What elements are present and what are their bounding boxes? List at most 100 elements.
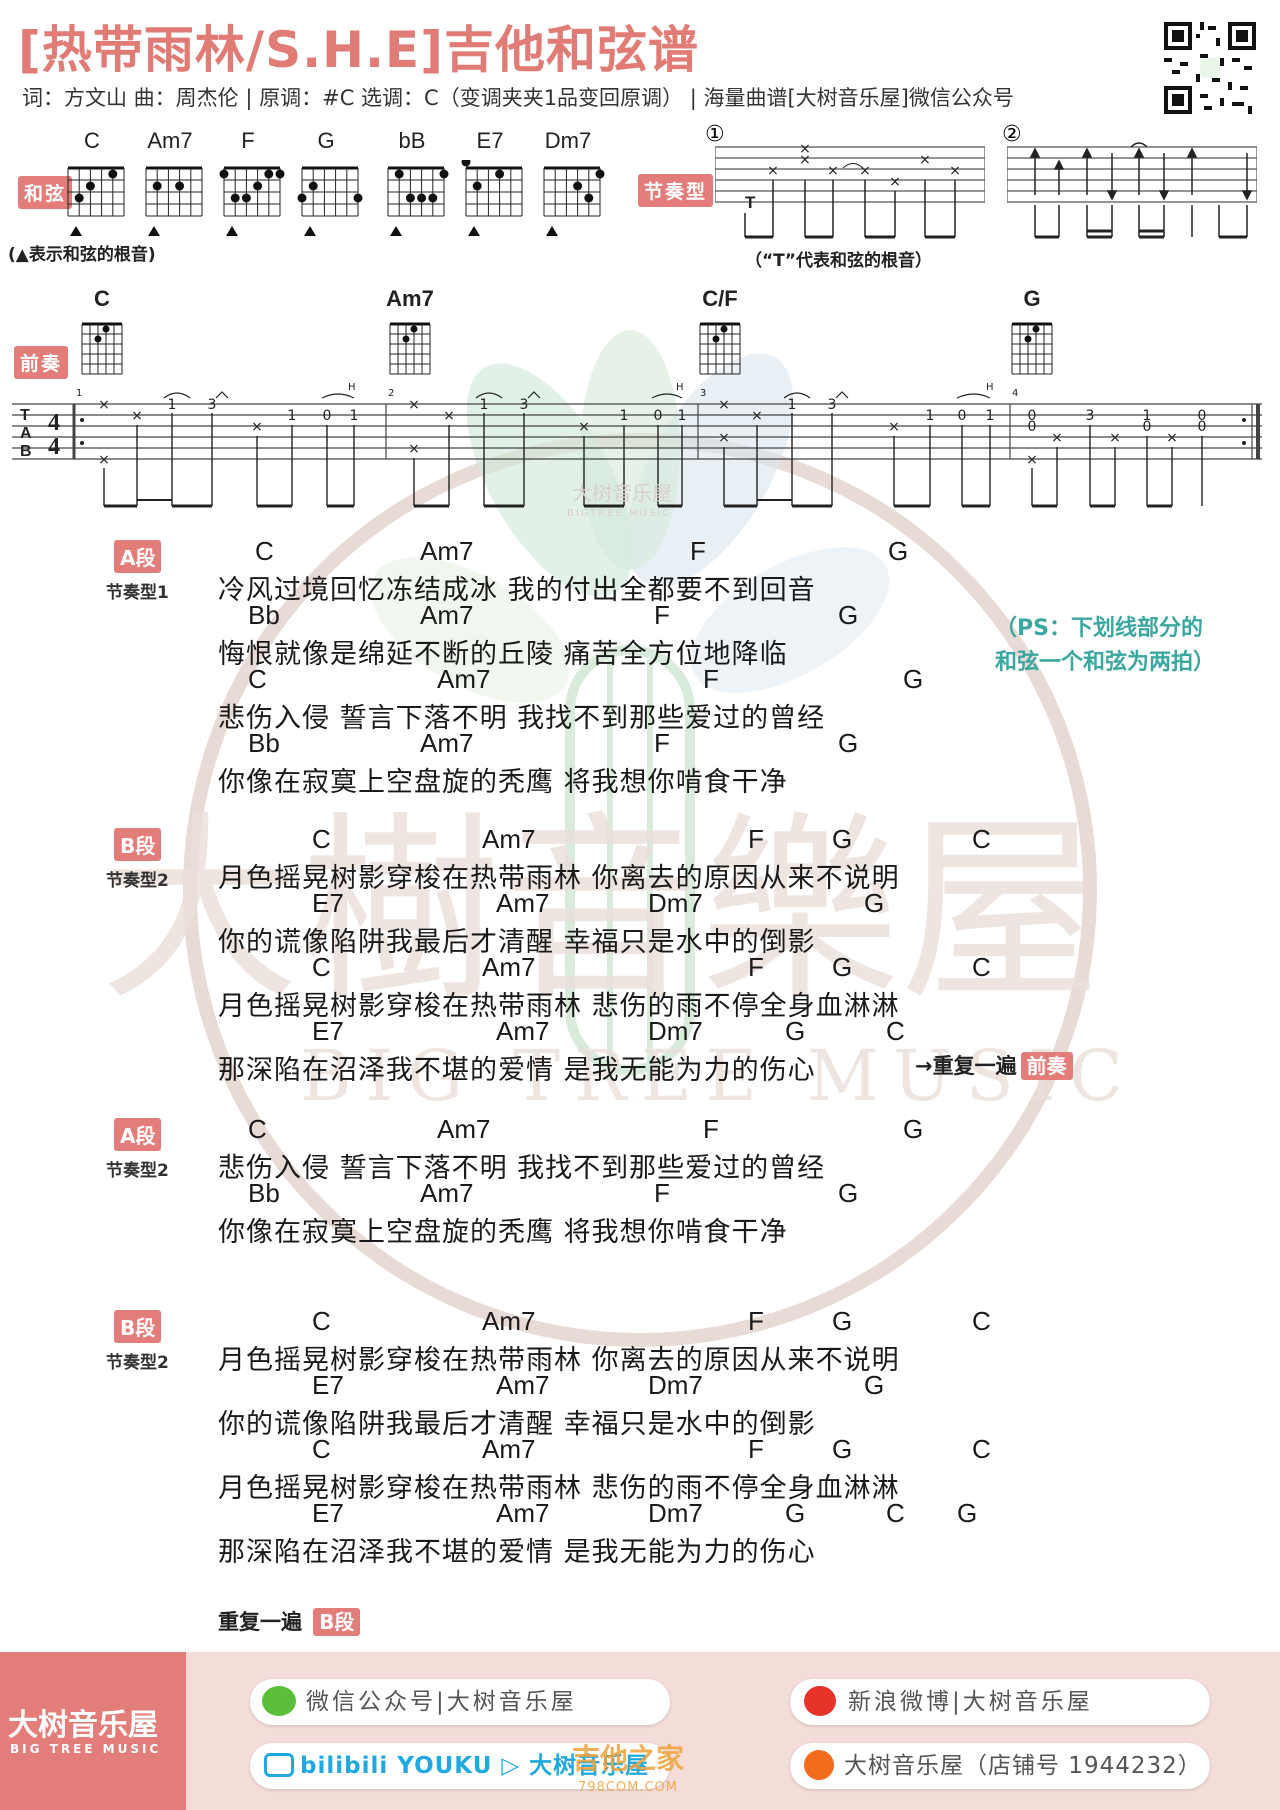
svg-text:0: 0 (654, 408, 663, 424)
lyric-line: 你的谎像陷阱我最后才清醒 幸福只是水中的倒影 (218, 1409, 816, 1440)
wechat-label: 微信公众号|大树音乐屋 (306, 1689, 577, 1715)
chord-diagram-name: G (317, 128, 335, 153)
tab-letter-b: B (20, 443, 32, 460)
footer-logo-cn: 大树音乐屋 (8, 1708, 158, 1743)
chord-diagram-name: C (84, 128, 100, 153)
intro-chord-name: G (1023, 286, 1041, 311)
lyric-chord: G (903, 664, 924, 694)
weibo-label: 新浪微博|大树音乐屋 (848, 1689, 1093, 1715)
intro-chord-name: C (94, 286, 110, 311)
lyric-chord: Dm7 (648, 1498, 703, 1528)
lyric-chord: F (748, 1434, 764, 1464)
lyric-chord: G (864, 888, 885, 918)
svg-text:1: 1 (168, 397, 177, 413)
svg-text:×: × (888, 419, 900, 435)
svg-text:×: × (408, 397, 420, 413)
lyric-chord: G (832, 952, 853, 982)
lyric-chord: Bb (248, 728, 280, 758)
lyric-chord: C (886, 1498, 905, 1528)
root-marker-icon (226, 226, 238, 236)
svg-text:1: 1 (480, 397, 489, 413)
lyric-chord: F (703, 1114, 719, 1144)
lyric-chord: C (312, 1434, 331, 1464)
ending-repeat-text: 重复一遍 (218, 1610, 302, 1634)
svg-text:×: × (131, 408, 143, 424)
svg-text:×: × (443, 408, 455, 424)
lyric-chord: Bb (248, 1178, 280, 1208)
lyric-line: 悲伤入侵 誓言下落不明 我找不到那些爱过的曾经 (218, 703, 826, 734)
lyric-chord: F (690, 536, 706, 566)
svg-text:1: 1 (1143, 408, 1152, 424)
section-rhythm-label: 节奏型1 (106, 583, 169, 603)
lyric-chord: Am7 (482, 1306, 536, 1336)
shop-link[interactable]: 大树音乐屋（店铺号 1944232） (790, 1743, 1210, 1789)
ps-note-line-1: （PS：下划线部分的 (995, 616, 1203, 641)
chord-diagram-name: F (241, 128, 255, 153)
lyric-chord: Am7 (496, 1016, 550, 1046)
lyric-chord: G (888, 536, 909, 566)
lyric-chord: C (972, 1434, 991, 1464)
lyric-chord: G (903, 1114, 924, 1144)
weibo-link[interactable]: 新浪微博|大树音乐屋 (790, 1679, 1210, 1725)
ps-note-line-2: 和弦一个和弦为两拍） (995, 650, 1216, 675)
root-note-legend: (▲表示和弦的根音) (8, 245, 156, 265)
svg-text:×: × (919, 152, 931, 168)
time-sig-bottom: 4 (48, 434, 60, 460)
lyric-chord: C (972, 1306, 991, 1336)
lyric-chord: C (312, 1306, 331, 1336)
lyric-chord: E7 (312, 1370, 344, 1400)
lyric-chord: E7 (312, 1016, 344, 1046)
lyric-line: 冷风过境回忆冻结成冰 我的付出全都要不到回音 (218, 575, 816, 606)
tv-icon (264, 1752, 294, 1777)
lyric-chord: G (957, 1498, 978, 1528)
svg-text:×: × (859, 163, 871, 179)
intro-chord-diagram (389, 322, 431, 375)
svg-text:×: × (98, 452, 110, 468)
svg-text:×: × (889, 174, 901, 190)
qr-code-icon[interactable] (1160, 18, 1260, 118)
lyric-chord: Am7 (420, 600, 474, 630)
svg-text:1: 1 (926, 408, 935, 424)
intro-chord-diagram (81, 322, 123, 375)
svg-text:H: H (676, 382, 684, 393)
lyric-chord: G (832, 824, 853, 854)
lyric-chord: C (248, 1114, 267, 1144)
lyric-chord: Am7 (420, 728, 474, 758)
svg-text:0: 0 (1198, 408, 1207, 424)
root-marker-icon (390, 226, 402, 236)
site-watermark: 吉他之家 (572, 1742, 685, 1775)
chord-diagram-name: bB (398, 128, 426, 153)
lyric-chord: Am7 (420, 1178, 474, 1208)
lyric-chord: G (838, 728, 859, 758)
lyric-chord: F (748, 1306, 764, 1336)
lyric-chord: G (832, 1306, 853, 1336)
section-rhythm-label: 节奏型2 (106, 1353, 169, 1373)
lyric-chord: Am7 (482, 1434, 536, 1464)
svg-text:×: × (408, 441, 420, 457)
ending-repeat-badge: B段 (313, 1608, 361, 1636)
svg-text:1: 1 (986, 408, 995, 424)
section-repeat-badge: 前奏 (1020, 1052, 1073, 1080)
svg-text:×: × (1166, 430, 1178, 446)
lyric-chord: Am7 (420, 536, 474, 566)
svg-text:3: 3 (208, 397, 217, 413)
chord-diagram (219, 166, 285, 236)
wechat-link[interactable]: 微信公众号|大树音乐屋 (250, 1679, 670, 1725)
root-marker-icon (468, 226, 480, 236)
lyric-line: 那深陷在沼泽我不堪的爱情 是我无能为力的伤心 (218, 1537, 816, 1568)
lyric-chord: C (886, 1016, 905, 1046)
lyric-chord: F (654, 728, 670, 758)
lyric-chord: F (748, 952, 764, 982)
video-link[interactable]: bilibili YOUKU ▷ 大树音乐屋 (250, 1743, 670, 1789)
lyric-line: 你像在寂寞上空盘旋的秃鹰 将我想你啃食干净 (218, 1217, 788, 1248)
svg-text:3: 3 (1086, 408, 1095, 424)
svg-text:3: 3 (520, 397, 529, 413)
svg-text:×: × (251, 419, 263, 435)
lyric-chord: G (785, 1016, 806, 1046)
lyric-chord: C (255, 536, 274, 566)
lyric-chord: C (312, 952, 331, 982)
root-t-mark: T (745, 193, 756, 212)
svg-text:0: 0 (1198, 419, 1207, 435)
